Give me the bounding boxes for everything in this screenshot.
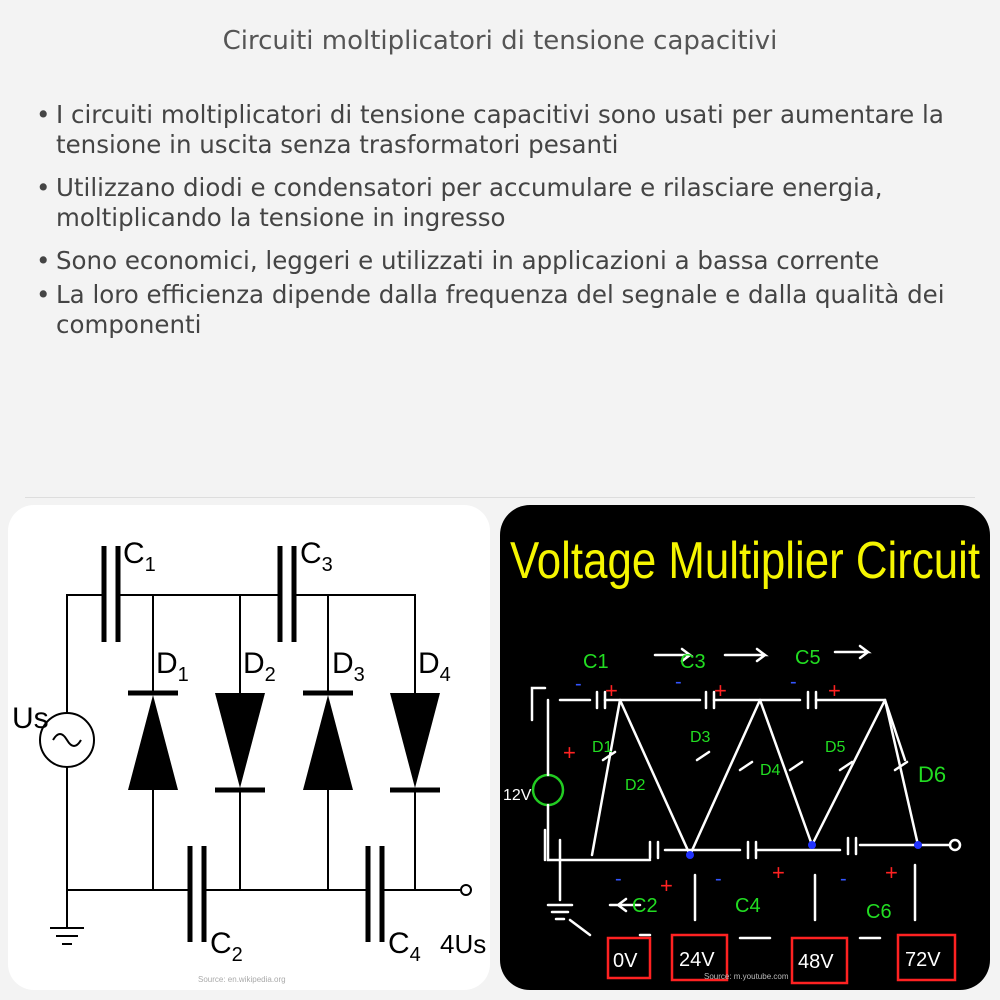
svg-text:+: +: [772, 860, 785, 885]
hand-drawn-circuit: Voltage Multiplier Circuit C1 C3 C5 C2 C…: [503, 532, 980, 985]
svg-text:C2: C2: [210, 927, 243, 966]
voltage-label: 48V: [798, 951, 834, 973]
svg-text:C3: C3: [680, 651, 706, 673]
diode-d3: [303, 695, 353, 790]
svg-text:D4: D4: [418, 647, 451, 686]
image-source: Source: m.youtube.com: [704, 972, 789, 981]
svg-text:C5: C5: [795, 647, 821, 669]
svg-text:D1: D1: [156, 647, 189, 686]
diode-d2: [215, 693, 265, 788]
svg-text:-: -: [575, 673, 582, 695]
bullet-item: Sono economici, leggeri e utilizzati in …: [36, 246, 976, 276]
svg-text:D2: D2: [625, 777, 646, 794]
svg-text:C6: C6: [866, 901, 892, 923]
image-source: Source: en.wikipedia.org: [198, 975, 286, 984]
bullet-item: I circuiti moltiplicatori di tensione ca…: [36, 100, 976, 160]
svg-text:C4: C4: [735, 895, 761, 917]
svg-text:D4: D4: [760, 762, 781, 779]
bullet-item: La loro efficienza dipende dalla frequen…: [36, 280, 976, 340]
bullet-list: I circuiti moltiplicatori di tensione ca…: [36, 100, 976, 353]
voltage-label: 24V: [679, 949, 715, 971]
svg-text:+: +: [714, 678, 727, 703]
svg-text:-: -: [715, 868, 722, 890]
svg-text:12V: 12V: [503, 787, 532, 804]
svg-text:-: -: [675, 671, 682, 693]
svg-text:-: -: [790, 671, 797, 693]
svg-text:+: +: [660, 873, 673, 898]
voltage-label: 72V: [905, 949, 941, 971]
svg-text:C3: C3: [300, 537, 333, 576]
svg-text:C2: C2: [632, 895, 658, 917]
svg-text:+: +: [605, 678, 618, 703]
svg-text:D2: D2: [243, 647, 276, 686]
svg-text:+: +: [828, 678, 841, 703]
voltage-label: 0V: [613, 950, 638, 972]
svg-text:-: -: [840, 868, 847, 890]
image-title: Voltage Multiplier Circuit: [510, 532, 980, 590]
svg-text:C4: C4: [388, 927, 421, 966]
divider: [25, 497, 975, 498]
svg-text:D3: D3: [332, 647, 365, 686]
bullet-item: Utilizzano diodi e condensatori per accu…: [36, 173, 976, 233]
svg-text:D1: D1: [592, 739, 613, 756]
svg-text:C1: C1: [123, 537, 156, 576]
svg-text:+: +: [563, 740, 576, 765]
svg-text:C1: C1: [583, 651, 609, 673]
diode-d1: [128, 695, 178, 790]
svg-text:-: -: [615, 868, 622, 890]
svg-text:D3: D3: [690, 729, 711, 746]
svg-text:D6: D6: [918, 762, 946, 787]
voltage-multiplier-schematic: C1 C3 C2 C4 D1 D2 D3 D4 Us 4Us: [12, 537, 486, 966]
svg-text:+: +: [885, 860, 898, 885]
page-title: Circuiti moltiplicatori di tensione capa…: [222, 26, 778, 56]
svg-text:D5: D5: [825, 739, 846, 756]
svg-text:Us: Us: [12, 702, 49, 735]
voltage-multiplier-video-image: Voltage Multiplier Circuit C1 C3 C5 C2 C…: [500, 505, 990, 990]
svg-text:4Us: 4Us: [440, 929, 486, 959]
diode-d4: [390, 693, 440, 788]
circuit-diagram-image: C1 C3 C2 C4 D1 D2 D3 D4 Us 4Us Source: e…: [8, 505, 490, 990]
